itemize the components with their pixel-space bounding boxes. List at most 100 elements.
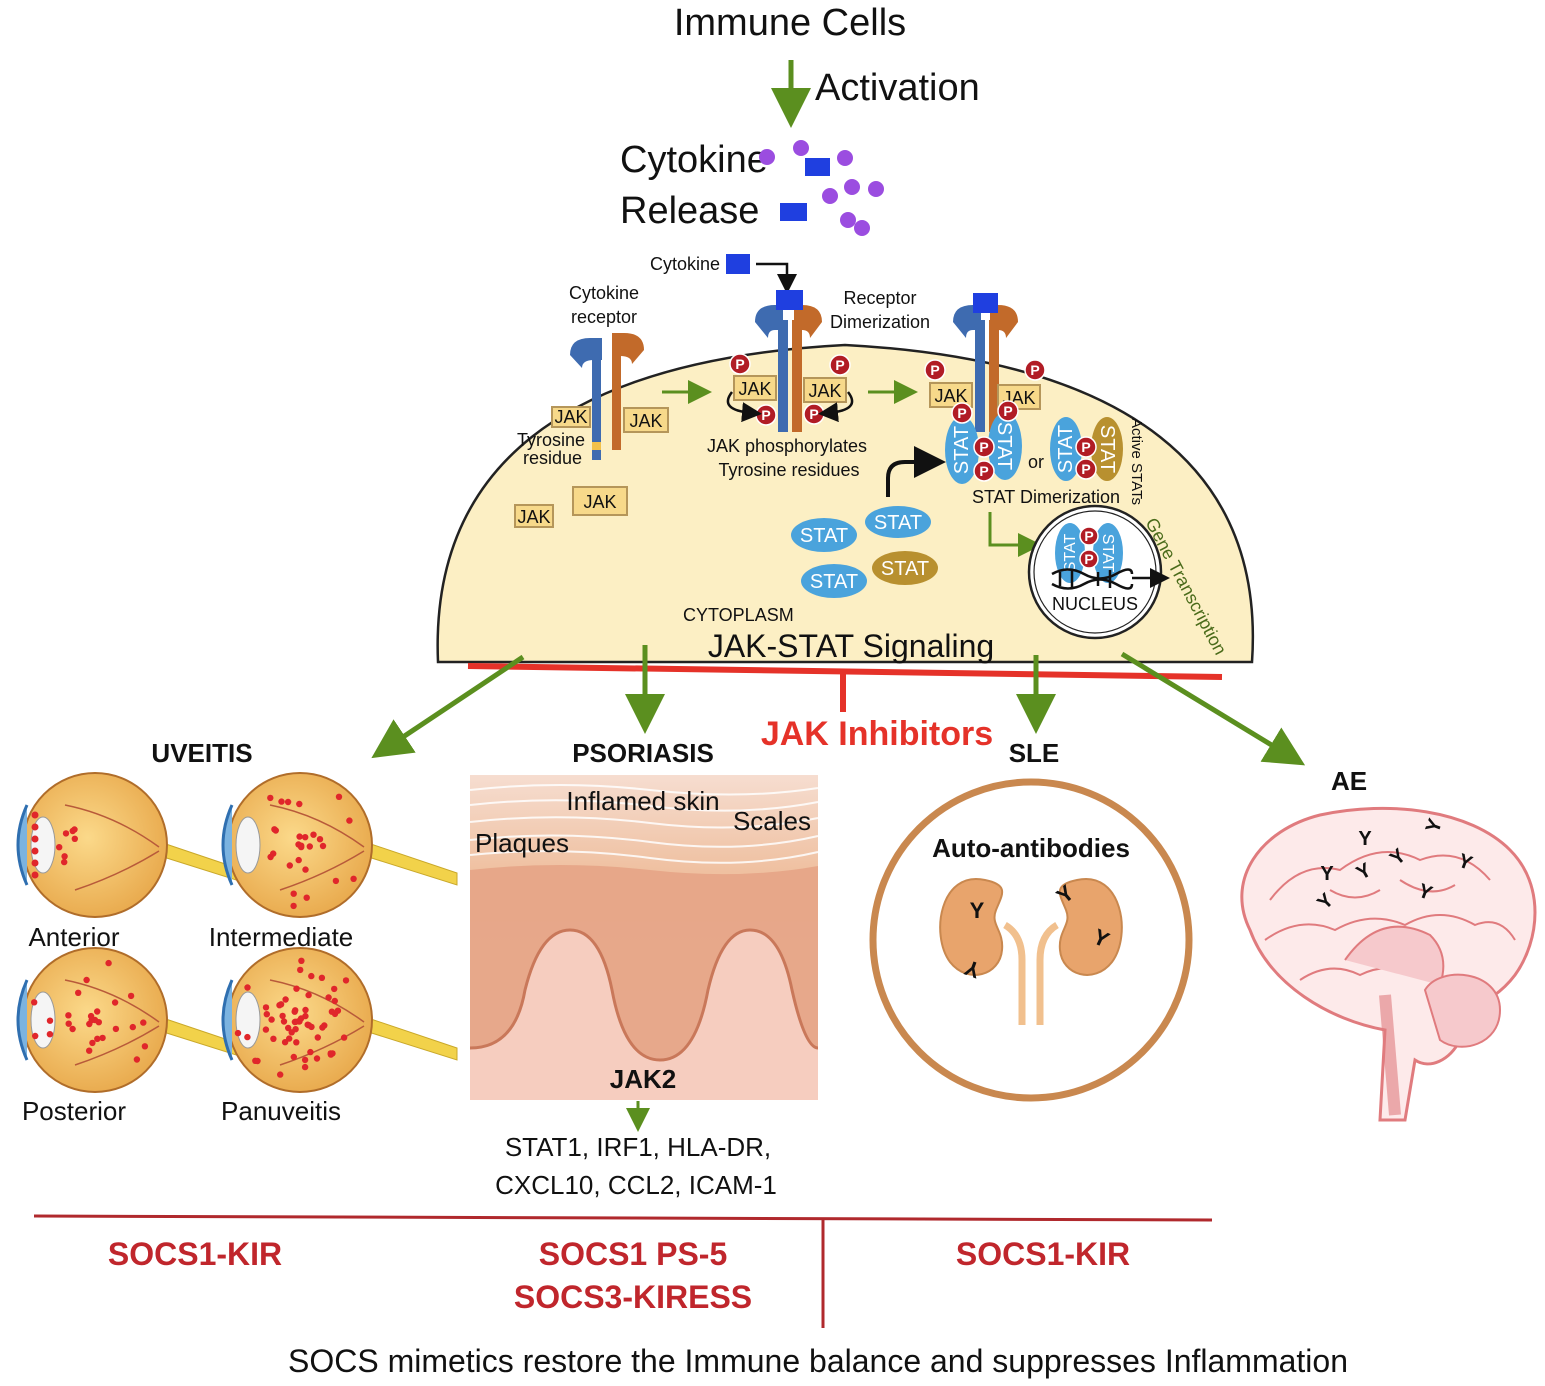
inflammation-dot [271, 826, 278, 833]
inflammation-dot [140, 1019, 147, 1026]
inflammation-dot [319, 842, 327, 850]
inflammation-dot [69, 1025, 76, 1033]
jak-label: JAK [738, 379, 771, 399]
stat-monomer [1093, 523, 1123, 583]
socs-divider-horizontal [33, 1214, 1213, 1222]
inflammation-dot [293, 985, 300, 992]
stat-dimerization-label: STAT Dimerization [972, 487, 1120, 507]
inflammation-dot [31, 999, 38, 1006]
jak-label: JAK [808, 381, 841, 401]
cytokine-square [780, 203, 807, 221]
eye-anterior [16, 772, 253, 918]
uveitis-posterior-label: Posterior [22, 1096, 126, 1126]
phosphate-group [1079, 526, 1099, 546]
inflammation-dot [71, 835, 79, 842]
svg-text:P: P [735, 356, 744, 372]
stat-label: STAT [1062, 534, 1079, 573]
inflammation-dot [302, 834, 309, 841]
inflammation-dot [277, 1071, 284, 1078]
nuclear-translocation-arrow [988, 512, 1042, 557]
svg-text:P: P [979, 439, 988, 455]
inflammation-dot [303, 894, 310, 901]
inflammation-dot [234, 1029, 242, 1037]
kidney-illustration [939, 877, 1123, 1025]
inflammation-dot [302, 866, 309, 873]
inflammation-dot [244, 984, 251, 991]
cytokine-dot [759, 149, 775, 165]
tyrosine-label-2: residue [523, 448, 582, 468]
inflammation-dot [318, 974, 326, 981]
inflammation-dot [32, 1032, 39, 1040]
inflammation-dot [316, 836, 324, 843]
inflammation-dot [325, 994, 332, 1001]
inflammation-dot [267, 794, 274, 802]
inflammation-dot [83, 976, 90, 984]
inflammation-dot [56, 844, 63, 851]
sle-circle [869, 778, 1193, 1102]
cytokine-dot [844, 179, 860, 195]
inflammation-dot [335, 793, 343, 800]
inflammation-dot [129, 1023, 136, 1031]
stat-monomer [791, 518, 857, 552]
phosphate-group [1075, 436, 1097, 458]
inflammation-dot [285, 1024, 292, 1032]
uveitis-anterior-label: Anterior [28, 922, 119, 952]
jak-label: JAK [583, 492, 616, 512]
inflammation-dot [334, 1007, 342, 1014]
inflammation-dot [301, 1063, 309, 1071]
psoriasis-targets-1: STAT1, IRF1, HLA-DR, [505, 1132, 771, 1162]
svg-text:P: P [809, 406, 818, 422]
inflammation-dot [291, 1018, 299, 1026]
inflammation-dot [111, 999, 119, 1006]
cytokine-receptor-monomers [570, 333, 644, 460]
inhibition-bar [467, 663, 1223, 680]
socs-middle-label-1: SOCS1 PS-5 [539, 1236, 728, 1272]
p-label: P [1081, 461, 1090, 477]
phosphate-group [1075, 458, 1097, 480]
uveitis-title: UVEITIS [151, 738, 252, 768]
inflammation-dot [65, 1012, 72, 1019]
inflammation-dot [127, 992, 135, 1000]
phosphorylation-arrow [818, 391, 854, 423]
inflammation-dot [281, 1039, 289, 1046]
bound-cytokine [973, 293, 998, 313]
stat-recruit-arrow [886, 446, 946, 497]
inflammation-dot [302, 1006, 309, 1014]
inflammation-dot [298, 842, 305, 849]
inflammation-dot [279, 1012, 286, 1020]
active-stats-label: Active STATs [1128, 418, 1145, 505]
cytokine-label: Cytokine [650, 254, 720, 274]
jak-box [551, 406, 591, 428]
inflammation-dot [270, 850, 277, 857]
inflammation-dot [105, 959, 112, 967]
inflammation-dot [342, 977, 350, 984]
jak-box [514, 504, 554, 528]
inflammation-dot [71, 826, 78, 833]
cytokine-dot [840, 212, 856, 228]
inflammation-dot [331, 985, 338, 993]
inflammation-dot [295, 856, 302, 864]
stat-label: STAT [1096, 425, 1118, 473]
disease-arrow-uveitis [371, 654, 525, 759]
inflammation-dot [31, 859, 39, 867]
cytokine-dot [854, 220, 870, 236]
cytokine-receptor-label-1: Cytokine [569, 283, 639, 303]
inflammation-dot [305, 991, 312, 999]
stat-bound-receptor [953, 293, 1018, 432]
inflammation-dot [94, 1035, 101, 1043]
jak-box [733, 375, 777, 401]
inflammation-dot [112, 1025, 120, 1033]
inflamed-skin-label: Inflamed skin [566, 786, 719, 816]
uveitis-intermediate-label: Intermediate [209, 922, 354, 952]
jak-box [803, 377, 847, 403]
inflammation-dot [65, 1020, 72, 1027]
jak-box [623, 407, 669, 433]
svg-text:P: P [1030, 362, 1039, 378]
inflammation-dot [284, 798, 292, 806]
inflammation-dot [31, 811, 39, 819]
stat-label: STAT [1099, 534, 1116, 573]
inflammation-dot [278, 798, 285, 805]
p-label: P [1084, 551, 1093, 567]
inflammation-dot [297, 1015, 305, 1022]
stat-label: STAT [800, 525, 848, 547]
